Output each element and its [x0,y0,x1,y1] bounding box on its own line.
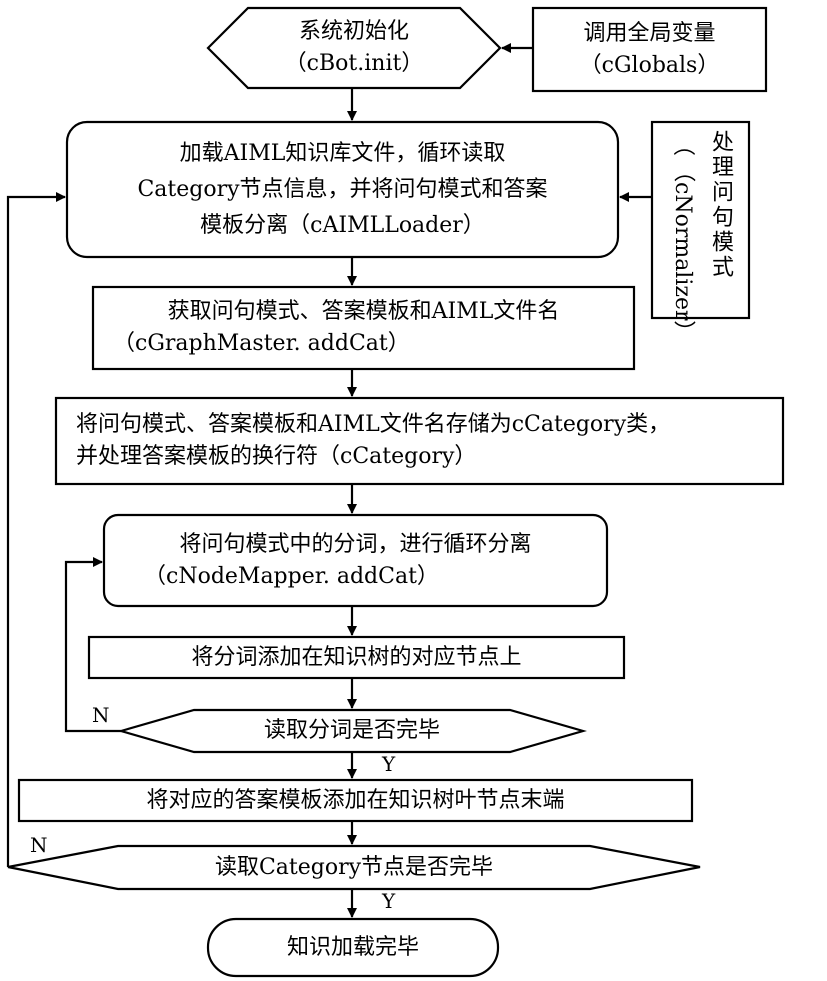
category-done-node: 读取Category节点是否完毕 [118,846,590,889]
nodemapper-line-1: 将问句模式中的分词，进行循环分离 [179,531,532,557]
graphmaster-line-1: 获取问句模式、答案模板和AIML文件名 [167,299,560,324]
category-done-yes-label: Y [382,889,396,913]
normalizer-class: （ （cNormalizer） [670,133,695,343]
init-hexagon-shape [206,6,502,90]
nodemapper-box-shape [102,513,609,608]
globals-title: 调用全局变量 [583,20,716,46]
add-word-box-shape [87,635,626,680]
loader-node: 加载AIML知识库文件，循环读取 Category节点信息，并将问句模式和答案 … [70,126,615,253]
normalizer-box-shape [650,120,751,320]
category-done-text: 读取Category节点是否完毕 [214,854,494,880]
graphmaster-node: 获取问句模式、答案模板和AIML文件名 （cGraphMaster. addCa… [95,290,632,366]
normalizer-title: 处理问句模式 [708,130,733,280]
graphmaster-box-shape [91,285,636,371]
loader-box-shape [65,120,620,259]
category-line-2: 并处理答案模板的换行符（cCategory） [76,444,477,469]
add-leaf-box-shape [17,778,694,823]
add-word-text: 将分词添加在知识树的对应节点上 [191,644,522,670]
category-done-decision-shape [7,844,701,891]
category-box-shape [54,396,785,486]
globals-box-shape [531,6,768,93]
category-line-1: 将问句模式、答案模板和AIML文件名存储为cCategory类， [76,412,671,437]
globals-node: 调用全局变量 （cGlobals） [533,10,766,89]
add-word-node: 将分词添加在知识树的对应节点上 [89,637,624,678]
nodemapper-line-2: （cNodeMapper. addCat） [144,563,439,589]
finish-terminal-shape [206,917,500,978]
word-done-yes-label: Y [382,752,396,776]
loader-line-1: 加载AIML知识库文件，循环读取 [179,140,506,166]
init-node: 系统初始化 （cBot.init） [248,12,460,84]
globals-class: （cGlobals） [579,52,720,78]
finish-text: 知识加载完毕 [286,934,419,960]
word-done-decision-shape [117,708,587,754]
finish-node: 知识加载完毕 [208,919,498,976]
normalizer-node: （ （cNormalizer） 处理问句模式 [667,130,742,343]
category-done-no-label: N [30,833,48,857]
loader-line-2: Category节点信息，并将问句模式和答案 [137,176,548,202]
arrow-word-done-loop [64,557,121,733]
word-done-node: 读取分词是否完毕 [194,710,510,752]
init-title: 系统初始化 [298,19,409,44]
word-done-text: 读取分词是否完毕 [263,718,440,743]
word-done-no-label: N [92,703,110,727]
nodemapper-node: 将问句模式中的分词，进行循环分离 （cNodeMapper. addCat） [106,518,605,603]
graphmaster-line-2: （cGraphMaster. addCat） [113,331,410,356]
arrow-category-done-loop [6,192,66,867]
init-class: （cBot.init） [284,51,424,76]
add-leaf-node: 将对应的答案模板添加在知识树叶节点末端 [19,780,692,821]
loader-line-3: 模板分离（cAIMLLoader） [200,212,485,238]
add-leaf-text: 将对应的答案模板添加在知识树叶节点末端 [146,787,565,813]
normalizer-text: 处理问句模式 [705,130,735,280]
category-node: 将问句模式、答案模板和AIML文件名存储为cCategory类， 并处理答案模板… [76,400,781,482]
